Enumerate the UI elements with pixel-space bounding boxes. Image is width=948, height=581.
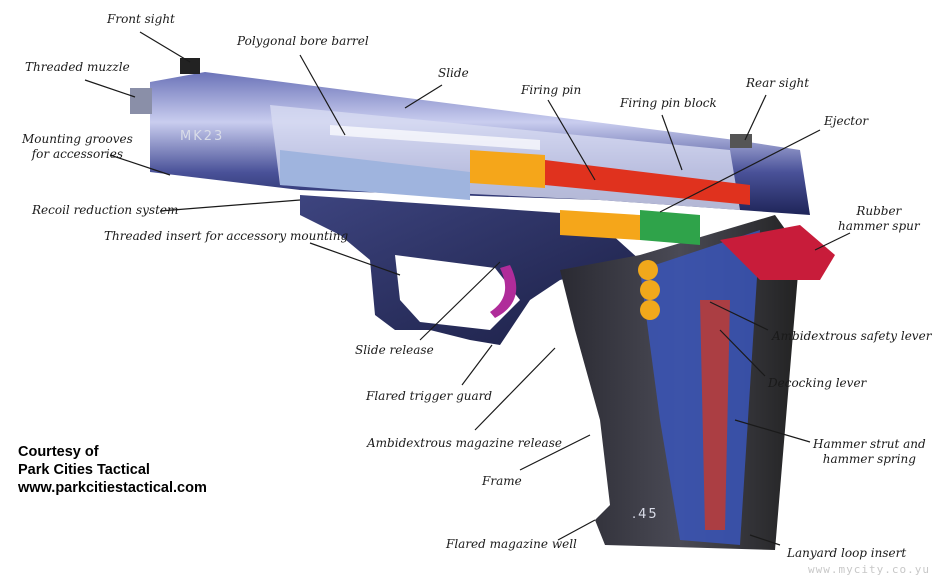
hammer-spring [700, 300, 730, 530]
label-firing-pin-block: Firing pin block [620, 96, 717, 110]
watermark: www.mycity.co.yu [808, 563, 930, 576]
rear-sight [730, 134, 752, 148]
label-line: hammer spur [838, 219, 920, 233]
credit-block: Courtesy of Park Cities Tactical www.par… [18, 443, 207, 497]
label-flared-trigger-guard: Flared trigger guard [366, 389, 493, 403]
label-decocking-lever: Decocking lever [768, 376, 867, 390]
ejector [640, 210, 700, 245]
credit-line: Courtesy of [18, 444, 99, 460]
label-recoil-reduction-system: Recoil reduction system [32, 203, 179, 217]
label-frame: Frame [482, 474, 522, 488]
front-sight [180, 58, 200, 74]
slide: MK23 [130, 58, 835, 280]
label-line: Hammer strut and [813, 437, 926, 451]
label-threaded-muzzle: Threaded muzzle [25, 60, 130, 74]
label-polygonal-bore-barrel: Polygonal bore barrel [237, 34, 369, 48]
firing-pin [545, 160, 750, 205]
threaded-muzzle [130, 88, 152, 114]
label-flared-magazine-well: Flared magazine well [446, 537, 577, 551]
label-threaded-insert: Threaded insert for accessory mounting [104, 229, 349, 243]
label-ambidextrous-magazine-release: Ambidextrous magazine release [367, 436, 562, 450]
label-line: hammer spring [822, 452, 916, 466]
label-hammer-strut-and-spring: Hammer strut and hammer spring [813, 437, 926, 467]
label-front-sight: Front sight [107, 12, 175, 26]
leader-lines [84, 31, 851, 546]
grip-engraving: .45 [632, 507, 659, 522]
credit-company: Park Cities Tactical [18, 462, 150, 478]
grip: .45 [560, 215, 800, 550]
trigger [490, 265, 517, 318]
label-ambidextrous-safety-lever: Ambidextrous safety lever [772, 329, 932, 343]
label-slide-release: Slide release [355, 343, 434, 357]
label-lanyard-loop-insert: Lanyard loop insert [787, 546, 907, 560]
label-rear-sight: Rear sight [746, 76, 810, 90]
credit-url: www.parkcitiestactical.com [18, 480, 207, 496]
label-firing-pin: Firing pin [521, 83, 582, 97]
slide-engraving: MK23 [180, 129, 224, 144]
label-ejector: Ejector [824, 114, 869, 128]
label-line: Rubber [856, 204, 902, 218]
label-line: for accessories [31, 147, 124, 161]
label-line: Mounting grooves [22, 132, 133, 146]
hammer [720, 225, 835, 280]
label-rubber-hammer-spur: Rubber hammer spur [838, 204, 920, 234]
label-mounting-grooves: Mounting grooves for accessories [22, 132, 133, 162]
label-slide: Slide [438, 66, 469, 80]
